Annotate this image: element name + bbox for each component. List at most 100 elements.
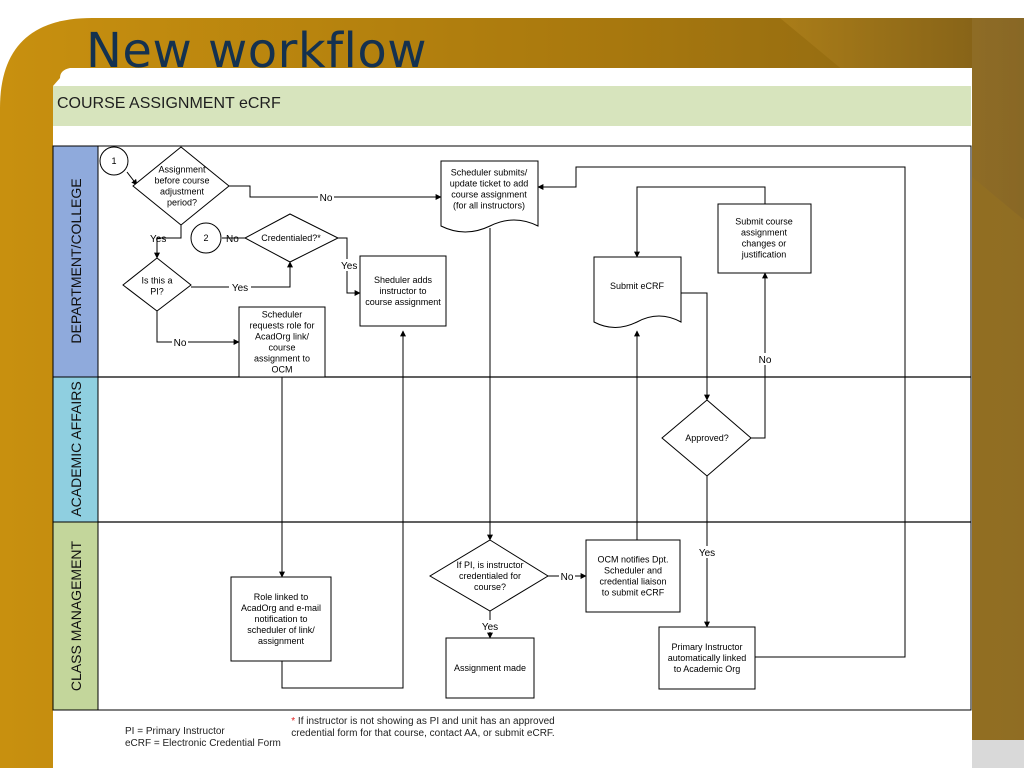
header-band: COURSE ASSIGNMENT eCRF xyxy=(53,86,971,126)
edge-label-no-connector: No xyxy=(226,234,239,245)
label-line: scheduler of link/ xyxy=(247,625,315,635)
lane-label-department: DEPARTMENT/COLLEGE xyxy=(68,178,84,343)
edge-no-to-ticket xyxy=(229,185,442,200)
label-line: assignment xyxy=(258,636,305,646)
edge-label-yes-approved: Yes xyxy=(699,548,715,559)
footer-legend: PI = Primary Instructor eCRF = Electroni… xyxy=(125,726,281,750)
label-line: requests role for xyxy=(249,321,314,331)
label-line: instructor to xyxy=(379,286,426,296)
label-line: assignment to xyxy=(254,354,310,364)
edge-label-bg xyxy=(479,620,501,632)
process-assignment-made xyxy=(445,637,535,699)
label-approved: Approved? xyxy=(685,433,729,443)
label-line: automatically linked xyxy=(668,653,747,663)
label-line: period? xyxy=(167,198,197,208)
label-line: changes or xyxy=(742,239,787,249)
edge-label-no-approved: No xyxy=(759,355,772,366)
footer-note-text: If instructor is not showing as PI and u… xyxy=(291,716,555,739)
label-line: Is this a xyxy=(141,276,172,286)
label-line: AcadOrg and e-mail xyxy=(241,603,321,613)
label-line: Credentialed?* xyxy=(261,233,321,243)
edge-submit-ecrf-to-approved xyxy=(681,292,710,401)
label-line: Scheduler submits/ xyxy=(451,168,528,178)
edge-label-bg xyxy=(340,259,360,271)
label-assignment-made: Assignment made xyxy=(454,663,526,673)
header-band-title: COURSE ASSIGNMENT eCRF xyxy=(57,95,281,112)
process-ocm-notifies xyxy=(585,539,681,613)
label-line: Scheduler and xyxy=(604,566,662,576)
decision-is-pi xyxy=(122,257,192,312)
legend-ecrf: eCRF = Electronic Credential Form xyxy=(125,738,281,749)
lane-header-class-management xyxy=(52,521,99,711)
edge-primary-to-ticket xyxy=(537,166,906,658)
label-line: adjustment xyxy=(160,187,205,197)
connector-start xyxy=(99,146,129,176)
slide-title: New workflow xyxy=(86,23,427,79)
edge-label-bg xyxy=(757,353,773,365)
label-line: Scheduler xyxy=(262,310,303,320)
label-line: notification to xyxy=(254,614,307,624)
process-submit-changes xyxy=(717,203,812,274)
label-line: If PI, is instructor xyxy=(456,560,523,570)
decision-if-pi-credentialed xyxy=(429,539,549,612)
label-line: 1 xyxy=(111,156,116,166)
label-line: update ticket to add xyxy=(450,179,529,189)
footer-note: * If instructor is not showing as PI and… xyxy=(288,716,558,740)
nodes xyxy=(99,146,812,699)
label-line: AcadOrg link/ xyxy=(255,332,310,342)
label-line: Assignment made xyxy=(454,663,526,673)
edge-label-yes-adds: Yes xyxy=(341,261,357,272)
edge-start-to-decision xyxy=(126,171,138,186)
document-submit-ecrf xyxy=(593,256,682,328)
connector-end xyxy=(190,222,222,254)
edge-label-yes-pi: Yes xyxy=(150,234,166,245)
edge-approved-no-to-changes xyxy=(751,272,768,439)
edge-label-no-ocm: No xyxy=(561,572,574,583)
label-line: credentialed for xyxy=(459,571,521,581)
process-primary-instructor xyxy=(658,626,756,690)
edge-label-yes-assignment: Yes xyxy=(482,622,498,633)
label-line: Sheduler adds xyxy=(374,275,433,285)
process-scheduler-requests xyxy=(238,306,326,378)
edge-label-bg xyxy=(559,570,575,582)
label-line: 2 xyxy=(203,233,208,243)
label-line: to submit eCRF xyxy=(602,588,665,598)
edge-label-no-request: No xyxy=(174,338,187,349)
decision-assignment-before xyxy=(132,146,230,226)
edge-pi-no-to-request xyxy=(156,311,240,345)
lane-label-class-management: CLASS MANAGEMENT xyxy=(68,540,84,691)
label-line: to Academic Org xyxy=(674,664,741,674)
label-line: justification xyxy=(741,250,787,260)
footer-note-mark: * xyxy=(291,716,296,727)
edge-label-yes-credentialed: Yes xyxy=(232,283,248,294)
edge-yes-to-pi xyxy=(154,225,182,259)
label-line: course? xyxy=(474,582,506,592)
process-role-linked xyxy=(230,576,332,662)
label-line: Submit course xyxy=(735,217,793,227)
label-line: OCM xyxy=(272,365,293,375)
label-line: Primary Instructor xyxy=(671,642,742,652)
document-scheduler-submits xyxy=(440,160,539,233)
edge-label-bg xyxy=(229,281,251,293)
label-line: OCM notifies Dpt. xyxy=(597,555,668,565)
label-line: Submit eCRF xyxy=(610,281,665,291)
label-line: Assignment xyxy=(158,165,206,175)
label-line: (for all instructors) xyxy=(453,201,525,211)
edge-label-bg xyxy=(696,546,718,558)
label-line: course assignment xyxy=(451,190,527,200)
lane-label-academic-affairs: ACADEMIC AFFAIRS xyxy=(68,381,84,516)
label-line: assignment xyxy=(741,228,788,238)
edge-label-no-ticket: No xyxy=(320,193,333,204)
